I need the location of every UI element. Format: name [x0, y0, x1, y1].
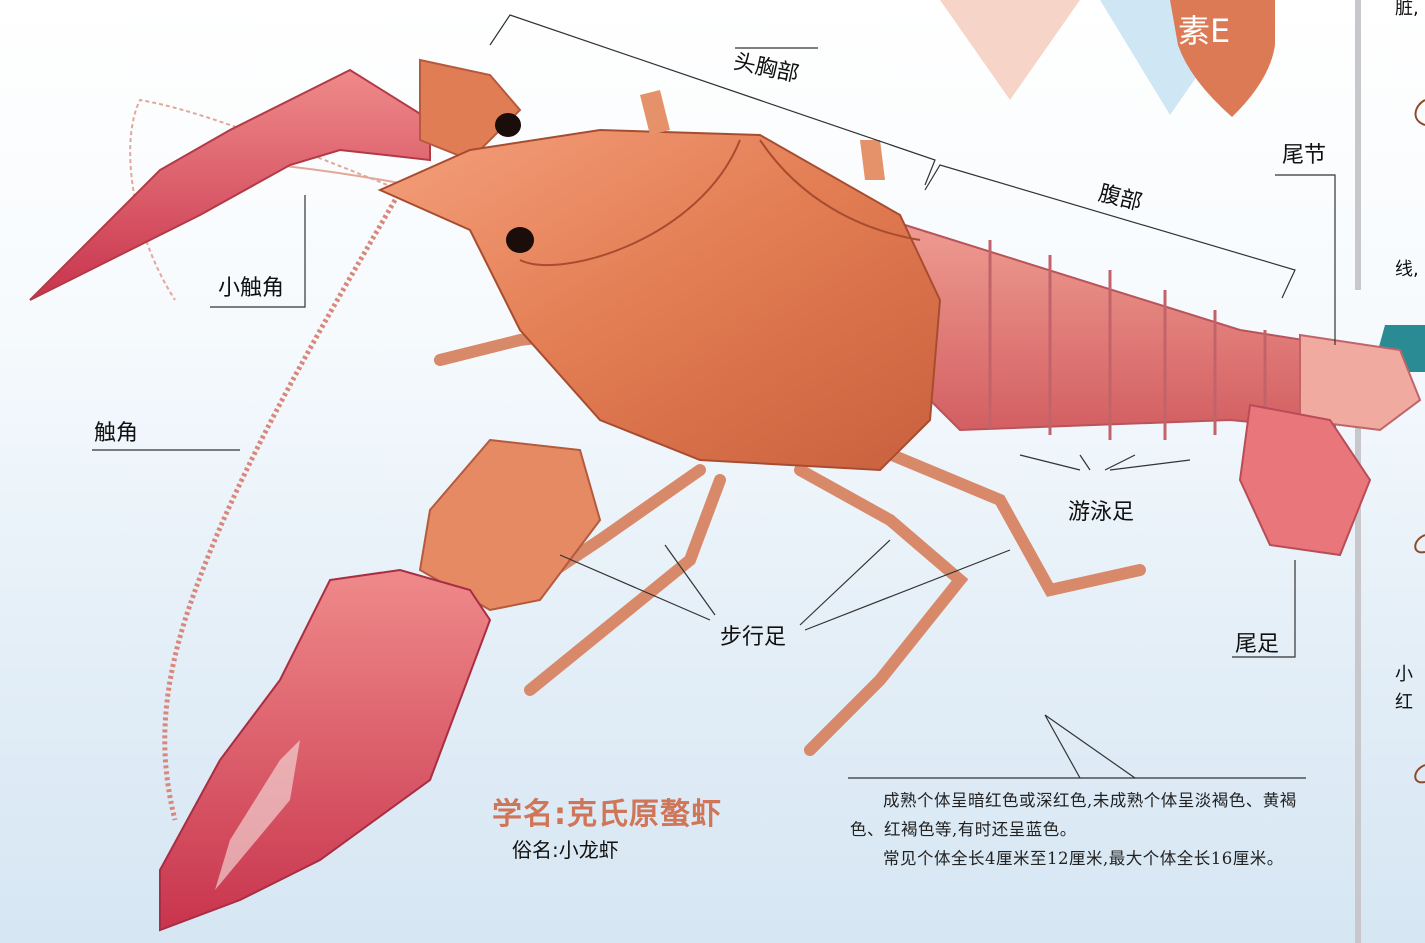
- label-antenna: 触角: [94, 423, 138, 445]
- divider-bottom: [1355, 360, 1361, 943]
- description: 成熟个体呈暗红色或深红色,未成熟个体呈淡褐色、黄褐色、红褐色等,有时还呈蓝色。 …: [850, 786, 1310, 873]
- heart-icon: [1416, 100, 1425, 125]
- description-paragraph: 成熟个体呈暗红色或深红色,未成熟个体呈淡褐色、黄褐色、红褐色等,有时还呈蓝色。: [850, 786, 1310, 844]
- label-uropod: 尾足: [1235, 634, 1279, 656]
- upper-claw: [30, 70, 430, 300]
- carapace-shape: [380, 130, 940, 470]
- heart-icon-3: [1415, 765, 1425, 782]
- side-text-middle: 线,: [1395, 255, 1419, 281]
- pink-triangle-decor: [940, 0, 1080, 100]
- scientific-name: 学名:克氏原螯虾: [492, 789, 722, 833]
- abdomen-shape: [905, 225, 1335, 430]
- side-text-bottom-2: 红: [1395, 688, 1413, 714]
- common-name: 俗名:小龙虾: [512, 834, 619, 863]
- label-telson: 尾节: [1282, 145, 1326, 167]
- side-text-bottom-1: 小: [1395, 660, 1413, 686]
- big-claw: [160, 570, 490, 930]
- eye: [506, 227, 534, 253]
- vitamin-e-badge: 素E: [1178, 6, 1230, 52]
- uropod-shape: [1240, 405, 1370, 555]
- eye-2: [495, 113, 521, 137]
- divider-top: [1355, 0, 1361, 290]
- label-swimmerets: 游泳足: [1068, 502, 1134, 524]
- description-paragraph: 常见个体全长4厘米至12厘米,最大个体全长16厘米。: [850, 844, 1310, 873]
- heart-icon-2: [1415, 535, 1425, 552]
- label-walking-legs: 步行足: [720, 627, 786, 649]
- label-antennule: 小触角: [218, 278, 284, 300]
- side-text-top: 脏,: [1395, 0, 1419, 20]
